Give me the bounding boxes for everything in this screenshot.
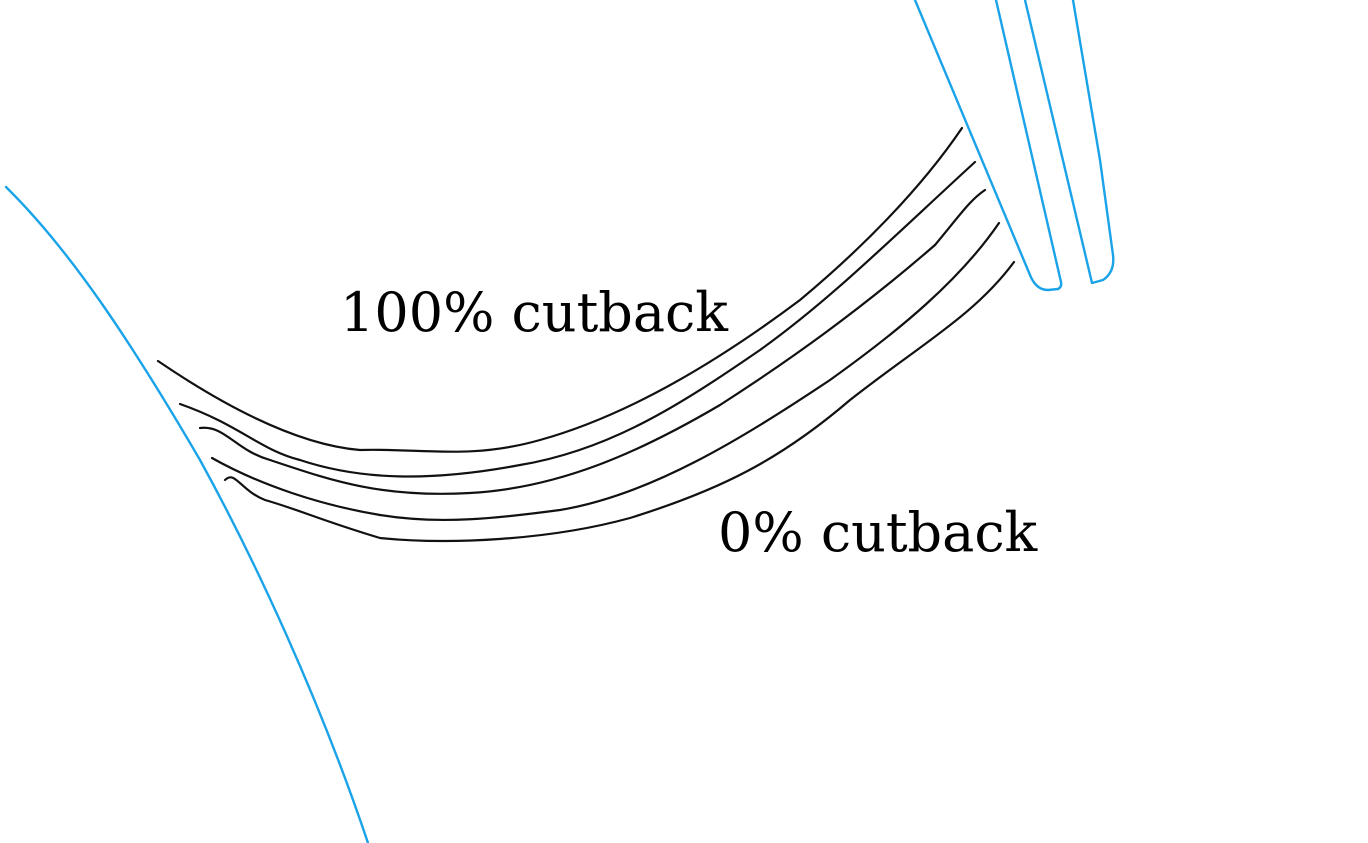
left-wall-outline [4,185,370,843]
blade-outline-right [1023,0,1115,285]
streamline-2 [178,160,977,478]
blade-outline-left [913,0,1063,292]
streamline-5 [223,260,1016,543]
streamline-3 [198,188,987,495]
label-0-percent-cutback: 0% cutback [718,501,1038,564]
label-100-percent-cutback: 100% cutback [340,281,728,344]
streamline-1 [156,126,964,453]
streamline-4 [210,221,1001,522]
